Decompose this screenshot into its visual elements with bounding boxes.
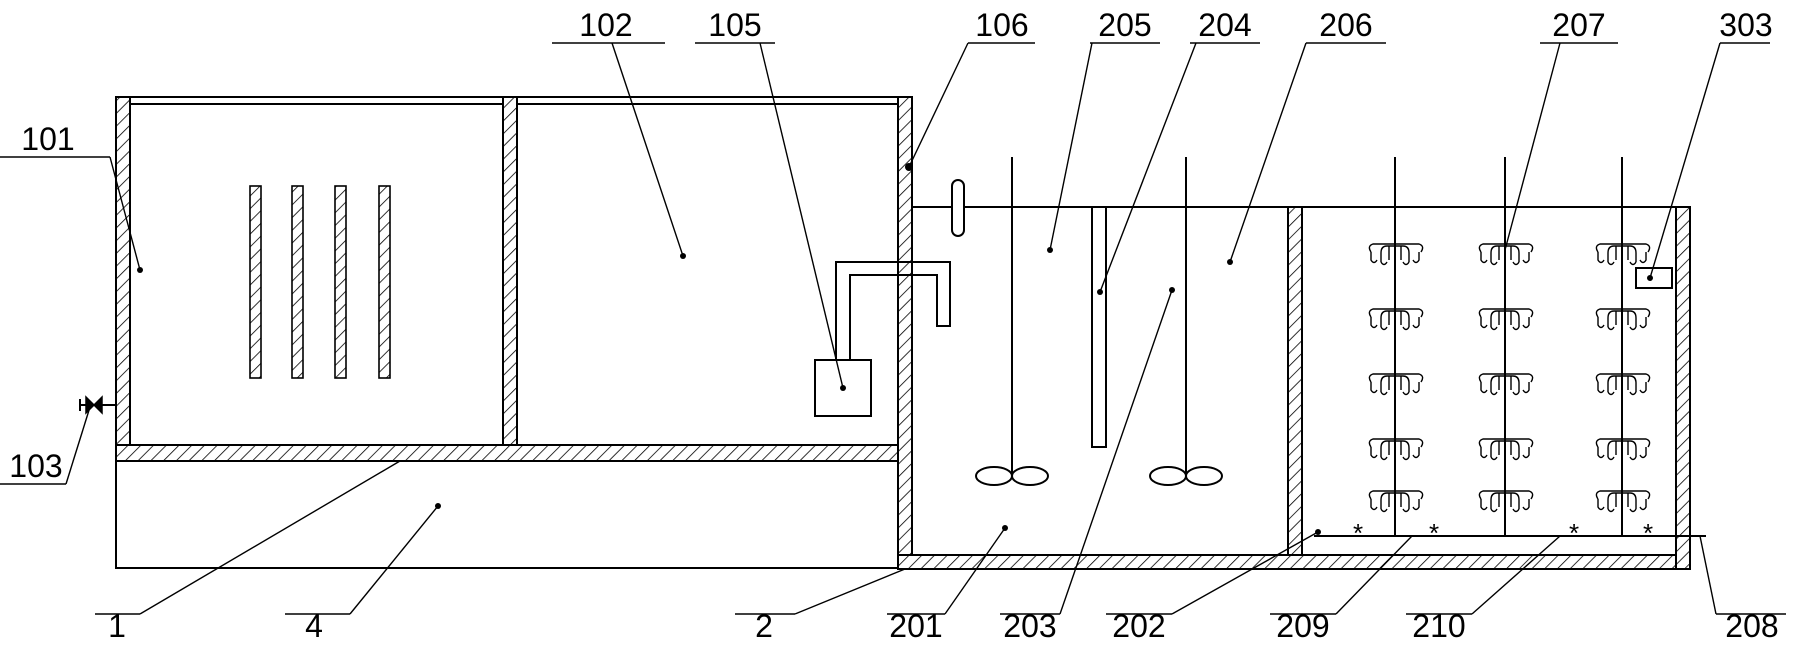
label-204: 204	[1198, 7, 1251, 43]
label-105: 105	[708, 7, 761, 43]
tank-2-partition	[1287, 206, 1303, 556]
outlet-pipe	[835, 261, 951, 360]
label-210: 210	[1412, 608, 1465, 644]
sensor-box	[1635, 267, 1673, 289]
electrode-plate	[378, 185, 391, 379]
label-101: 101	[21, 121, 74, 157]
carrier-column	[1595, 157, 1651, 536]
label-203: 203	[1003, 608, 1056, 644]
chamber-4	[115, 453, 898, 569]
electrode-plate	[249, 185, 262, 379]
label-4: 4	[305, 608, 323, 644]
label-106: 106	[975, 7, 1028, 43]
tank-1-partition	[502, 96, 518, 446]
tank-1	[79, 96, 951, 570]
label-2: 2	[755, 608, 773, 644]
tank-1-left-wall	[115, 96, 131, 454]
electrode-plate	[334, 185, 347, 379]
leader-lines	[0, 42, 1786, 615]
label-208: 208	[1725, 608, 1778, 644]
impeller-icon	[1149, 466, 1187, 486]
electrode-plate	[291, 185, 304, 379]
tank-2-floor	[897, 554, 1691, 570]
tank-1-floor	[115, 444, 899, 462]
valve-icon	[79, 395, 116, 415]
aerator-icon: *	[1429, 518, 1439, 548]
part-labels: 101 102 105 106 205 204 206 207 303 103 …	[9, 7, 1778, 644]
aerator-icons: * * * *	[1353, 518, 1653, 548]
label-209: 209	[1276, 608, 1329, 644]
label-202: 202	[1112, 608, 1165, 644]
electrode-plates	[249, 185, 391, 379]
label-303: 303	[1719, 7, 1772, 43]
tank-3: * * * *	[1302, 157, 1706, 556]
label-103: 103	[9, 448, 62, 484]
aerator-icon: *	[1569, 518, 1579, 548]
aerator-icon: *	[1643, 518, 1653, 548]
label-206: 206	[1319, 7, 1372, 43]
label-207: 207	[1552, 7, 1605, 43]
inlet-pipe	[951, 179, 965, 237]
impeller-icon	[975, 466, 1013, 486]
aerator-icon: *	[1353, 518, 1363, 548]
stirrer-left	[975, 157, 1049, 486]
label-201: 201	[889, 608, 942, 644]
tank-2	[897, 157, 1691, 570]
label-205: 205	[1098, 7, 1151, 43]
carrier-column	[1368, 157, 1424, 536]
label-102: 102	[579, 7, 632, 43]
tank-3-right-wall	[1675, 206, 1691, 570]
baffle	[1091, 206, 1107, 448]
label-1: 1	[108, 608, 126, 644]
stirrer-right	[1149, 157, 1223, 486]
carrier-column	[1478, 157, 1534, 536]
